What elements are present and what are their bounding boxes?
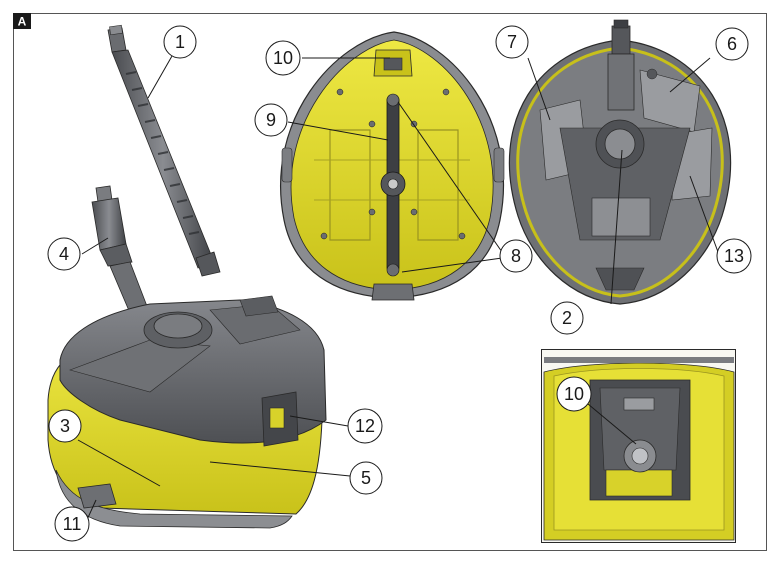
callout-5: 5 <box>350 462 382 494</box>
svg-text:2: 2 <box>562 308 572 328</box>
svg-text:1: 1 <box>175 32 185 52</box>
callout-6: 6 <box>716 28 748 60</box>
callout-8: 8 <box>500 240 532 272</box>
callout-12: 12 <box>348 409 382 443</box>
callout-10-underside: 10 <box>266 41 300 75</box>
callout-9: 9 <box>255 104 287 136</box>
svg-text:8: 8 <box>511 246 521 266</box>
svg-text:7: 7 <box>507 32 517 52</box>
svg-text:3: 3 <box>60 416 70 436</box>
top-view <box>509 20 730 304</box>
figure-letter: A <box>18 15 27 29</box>
callout-4: 4 <box>48 238 80 270</box>
underside-view <box>281 32 504 300</box>
svg-text:13: 13 <box>724 246 744 266</box>
svg-text:9: 9 <box>266 110 276 130</box>
callout-13: 13 <box>717 239 751 273</box>
callout-11: 11 <box>55 507 89 541</box>
callout-3: 3 <box>49 410 81 442</box>
svg-text:10: 10 <box>564 384 584 404</box>
svg-text:4: 4 <box>59 244 69 264</box>
callout-10-detail: 10 <box>557 377 591 411</box>
svg-text:10: 10 <box>273 48 293 68</box>
svg-text:5: 5 <box>361 468 371 488</box>
callout-2: 2 <box>551 302 583 334</box>
callout-7: 7 <box>496 26 528 58</box>
svg-text:6: 6 <box>727 34 737 54</box>
svg-text:11: 11 <box>63 514 82 534</box>
callout-1: 1 <box>164 26 196 58</box>
svg-text:12: 12 <box>355 416 375 436</box>
